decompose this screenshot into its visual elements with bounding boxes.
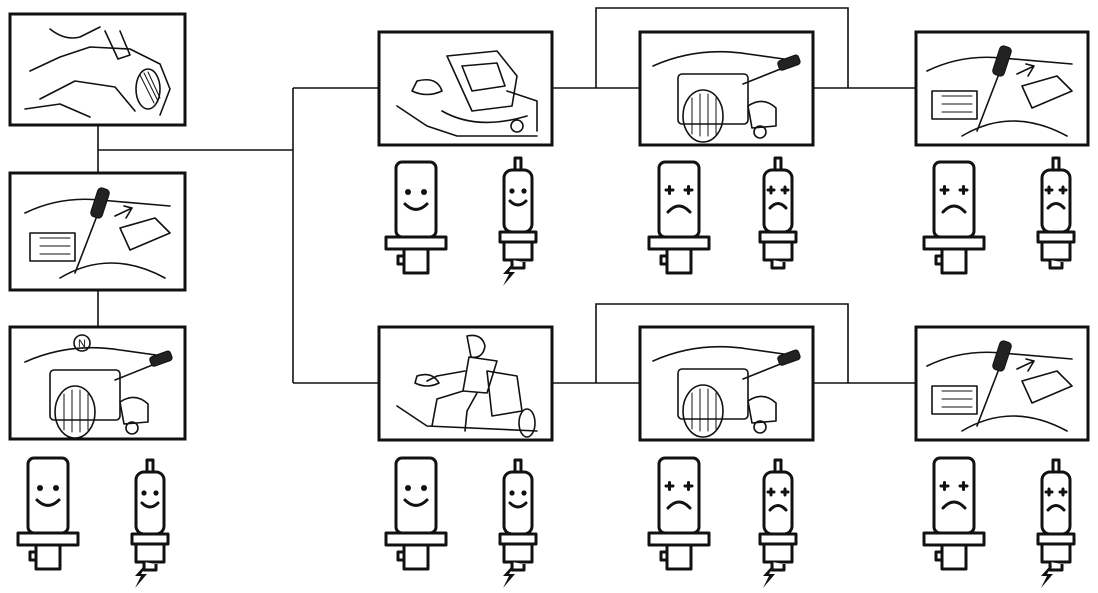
- spark-plug-sad-icon: [1036, 156, 1076, 270]
- spark-plug-sad-icon: [758, 156, 798, 270]
- indicator-bottom-1: [384, 456, 538, 588]
- panel-throttle-lever-move: [8, 171, 187, 292]
- panel-ignition-key-neutral: N: [8, 325, 187, 441]
- panel-operator-seated: [377, 325, 554, 442]
- indicator-bottom-2: [647, 456, 798, 588]
- neutral-marker-label: N: [78, 338, 86, 350]
- neutral-marker-icon: [73, 334, 91, 352]
- spark-plug-sad-icon: [1036, 458, 1076, 572]
- panel-ignition-key-top: [638, 30, 815, 147]
- panel-ignition-key-bottom: [638, 325, 815, 442]
- spark-plug-happy-icon: [498, 156, 538, 270]
- spark-plug-happy-icon: [130, 458, 170, 572]
- panel-throttle-lever-press-bottom: [914, 325, 1090, 442]
- ignition-module-sad-icon: [922, 456, 986, 571]
- ignition-module-sad-icon: [647, 456, 711, 571]
- indicator-top-3: [922, 156, 1076, 275]
- ignition-module-happy-icon: [384, 160, 448, 275]
- panel-hand-on-engine-cover: [8, 12, 187, 127]
- ignition-module-sad-icon: [922, 160, 986, 275]
- ignition-module-sad-icon: [647, 160, 711, 275]
- spark-plug-happy-icon: [498, 458, 538, 572]
- indicator-top-2: [647, 156, 798, 275]
- panel-throttle-lever-press-top: [914, 30, 1090, 147]
- spark-plug-sad-icon: [758, 458, 798, 572]
- connector-bottom-bypass: [595, 303, 849, 383]
- indicator-bottom-3: [922, 456, 1076, 588]
- panel-empty-seat: [377, 30, 554, 147]
- connector-top-bypass: [595, 7, 849, 88]
- indicator-top-1: [384, 156, 538, 286]
- ignition-module-happy-icon: [384, 456, 448, 571]
- connector-lines: [97, 7, 916, 384]
- ignition-module-happy-icon: [16, 456, 80, 571]
- indicator-left: [16, 456, 170, 588]
